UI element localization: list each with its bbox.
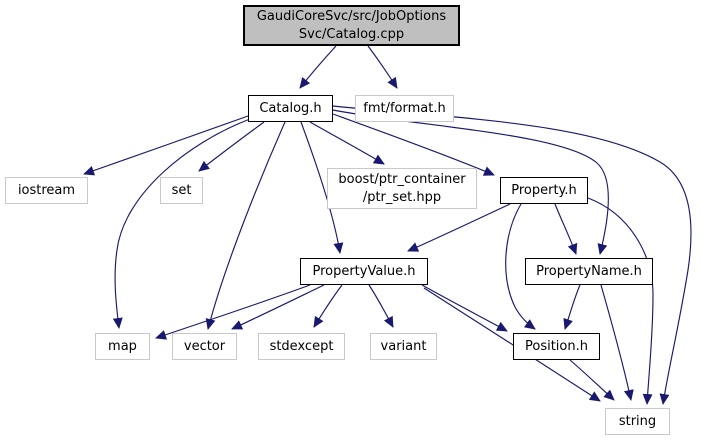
- edge-property-h-to-propertyname-h: [554, 203, 578, 255]
- node-vector: vector: [172, 333, 237, 360]
- node-label: PropertyName.h: [536, 263, 642, 279]
- edge-position-h-to-string: [569, 359, 615, 401]
- node-label: stdexcept: [269, 338, 334, 354]
- node-set: set: [160, 177, 203, 204]
- node-propertyvalue-h[interactable]: PropertyValue.h: [300, 258, 428, 285]
- edge-catalog-h-to-boost-ptr-set: [309, 121, 385, 165]
- node-label: variant: [380, 338, 427, 354]
- edge-catalog-h-to-vector: [205, 121, 286, 330]
- node-property-h[interactable]: Property.h: [500, 177, 588, 204]
- edge-catalog-h-to-set: [198, 121, 265, 172]
- edge-catalog-h-to-map: [112, 118, 251, 329]
- node-label: Property.h: [511, 182, 577, 198]
- node-iostream: iostream: [5, 177, 88, 204]
- node-label: Position.h: [525, 338, 588, 354]
- edge-catalog-cpp-to-catalog-h: [299, 45, 337, 89]
- node-position-h[interactable]: Position.h: [513, 333, 600, 360]
- edge-catalog-h-to-string: [332, 105, 692, 405]
- node-stdexcept: stdexcept: [258, 333, 345, 360]
- node-label: fmt/format.h: [363, 100, 446, 116]
- node-propertyname-h[interactable]: PropertyName.h: [525, 258, 653, 285]
- edge-propertyname-h-to-string: [600, 284, 634, 401]
- node-label: string: [618, 413, 657, 429]
- edge-catalog-h-to-property-h: [332, 113, 495, 176]
- edge-catalog-h-to-propertyvalue-h: [300, 121, 344, 254]
- edge-propertyname-h-to-position-h: [563, 284, 581, 330]
- node-label: vector: [183, 338, 226, 354]
- node-label: PropertyValue.h: [312, 263, 416, 279]
- node-catalog-h[interactable]: Catalog.h: [248, 95, 333, 122]
- node-label: boost/ptr_container: [338, 171, 466, 187]
- edge-propertyvalue-h-to-map: [155, 284, 311, 340]
- node-label: set: [171, 182, 192, 198]
- node-map: map: [95, 333, 150, 360]
- node-label: Svc/Catalog.cpp: [298, 26, 405, 42]
- edge-catalog-h-to-iostream: [83, 115, 249, 176]
- node-label: Catalog.h: [259, 100, 322, 116]
- edge-propertyvalue-h-to-position-h: [421, 284, 508, 332]
- node-label: map: [108, 338, 137, 354]
- node-label: GaudiCoreSvc/src/JobOptions: [256, 8, 447, 24]
- node-fmt-format-h: fmt/format.h: [355, 95, 454, 122]
- node-label: iostream: [17, 182, 76, 198]
- edge-propertyvalue-h-to-vector: [231, 284, 325, 330]
- edge-property-h-to-string: [587, 197, 654, 405]
- edge-propertyvalue-h-to-stdexcept: [313, 284, 343, 328]
- edge-propertyvalue-h-to-variant: [368, 284, 394, 328]
- edge-property-h-to-propertyvalue-h: [407, 203, 511, 252]
- edge-catalog-cpp-to-fmt-format-h: [367, 45, 398, 89]
- node-variant: variant: [370, 333, 437, 360]
- node-label: /ptr_set.hpp: [362, 189, 442, 205]
- node-boost-ptr-set: boost/ptr_container/ptr_set.hpp: [327, 168, 477, 209]
- node-string: string: [605, 408, 670, 435]
- edge-property-h-to-position-h: [505, 203, 536, 330]
